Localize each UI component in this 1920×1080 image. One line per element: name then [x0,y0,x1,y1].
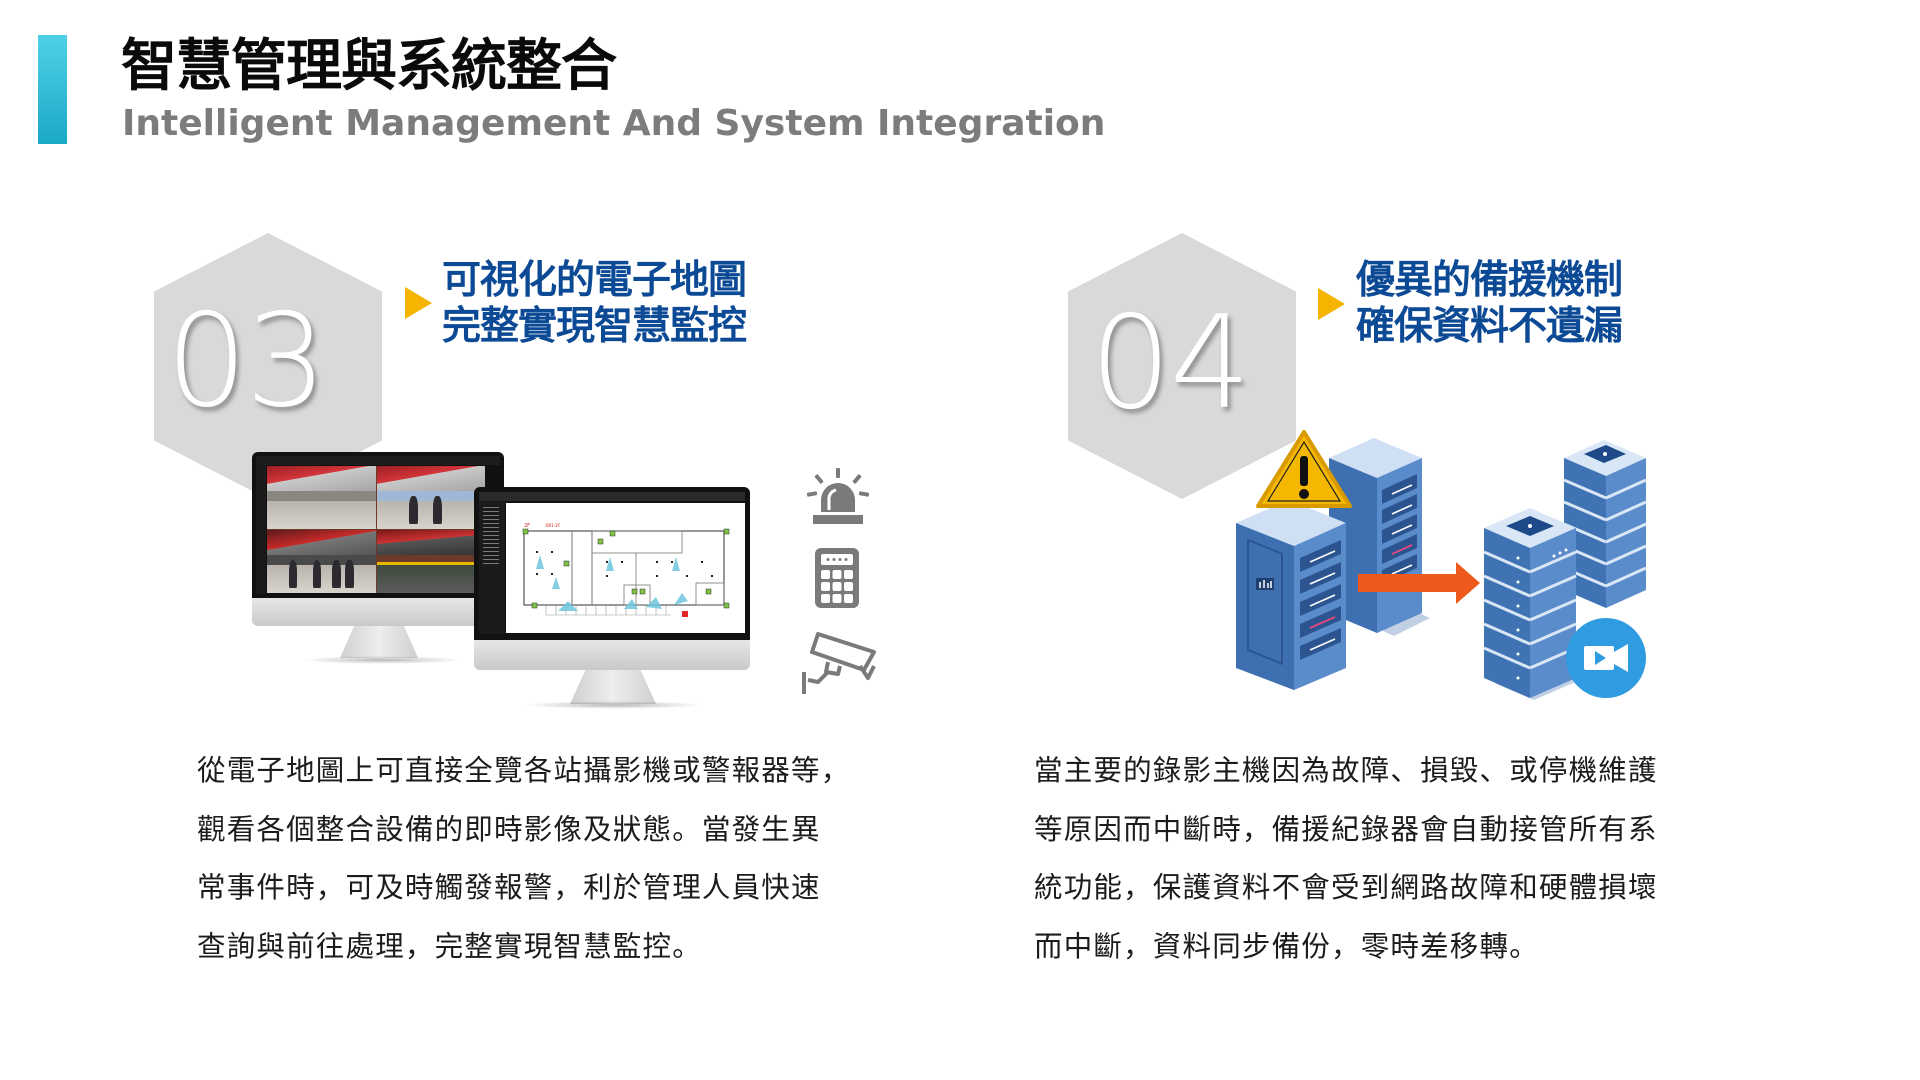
arrow-bullet-icon [1318,288,1345,320]
description-line: 查詢與前往處理，完整實現智慧監控。 [197,929,702,963]
monitor-chin [474,640,750,670]
failed-server-rack [1236,500,1346,690]
description-line: 當主要的錄影主機因為故障、損毀、或停機維護 [1034,754,1658,787]
camera-tile [376,466,485,529]
emap-toolbar [479,492,745,501]
feature-title-line: 確保資料不遺漏 [1356,304,1623,349]
emap-device-list [479,501,505,634]
feature-number: 03 [166,287,327,436]
page-title: 智慧管理與系統整合 [121,34,617,99]
failover-arrow-icon [1358,562,1480,604]
monitor-base [302,656,462,664]
feature-title-line: 完整實現智慧監控 [442,304,747,349]
cctv-camera-icon [802,632,876,694]
svg-text:2F: 2F [524,523,530,529]
floor-plan-map: 2F B01-2F [506,503,745,633]
monitor-emap-view: 2F B01-2F [474,487,750,712]
description-line: 觀看各個整合設備的即時影像及狀態。當發生異 [197,812,821,846]
monitor-stand [570,670,656,704]
video-camera-badge-icon [1566,618,1646,698]
feature-title: 可視化的電子地圖 完整實現智慧監控 [442,258,747,350]
svg-text:B01-2F: B01-2F [546,523,561,528]
floor-plan-drawing: 2F B01-2F [522,523,730,617]
description-line: 統功能，保護資料不會受到網路故障和硬體損壞 [1034,871,1658,904]
camera-tile [376,530,485,593]
monitor-screen [252,452,504,598]
feature-number: 04 [1090,289,1251,438]
keypad-icon [815,548,859,608]
monitor-chin [252,598,504,626]
feature-description: 從電子地圖上可直接全覽各站攝影機或警報器等， 觀看各個整合設備的即時影像及狀態。… [197,742,850,976]
monitor-camera-view [252,452,504,667]
description-line: 常事件時，可及時觸發報警，利於管理人員快速 [197,871,821,904]
feature-title-line: 可視化的電子地圖 [442,258,747,303]
monitor-base [524,701,704,709]
header-accent-bar [38,35,67,144]
camera-tile [267,530,376,593]
feature-title-line: 優異的備援機制 [1356,258,1623,303]
monitor-stand [340,626,418,658]
description-line: 而中斷，資料同步備份，零時差移轉。 [1034,929,1539,963]
alarm-siren-icon [806,468,870,524]
server-failover-illustration [1236,430,1647,700]
monitor-screen: 2F B01-2F [474,487,750,640]
feature-description: 當主要的錄影主機因為故障、損毀、或停機維護 等原因而中斷時，備援紀錄器會自動接管… [1034,742,1658,976]
vms-sidebar [256,465,266,594]
description-line: 從電子地圖上可直接全覽各站攝影機或警報器等， [197,754,851,787]
description-line: 等原因而中斷時，備援紀錄器會自動接管所有系 [1034,812,1658,846]
camera-tile [267,466,376,529]
vms-toolbar [256,456,500,465]
page-subtitle: Intelligent Management And System Integr… [122,103,1106,144]
feature-title: 優異的備援機制 確保資料不遺漏 [1356,258,1623,350]
backup-server-stack-back [1563,440,1647,608]
backup-server-stack-front [1483,508,1577,698]
warning-icon [1256,430,1352,508]
arrow-bullet-icon [405,287,432,319]
hexagon-badge [1068,233,1296,499]
camera-grid [267,466,485,593]
